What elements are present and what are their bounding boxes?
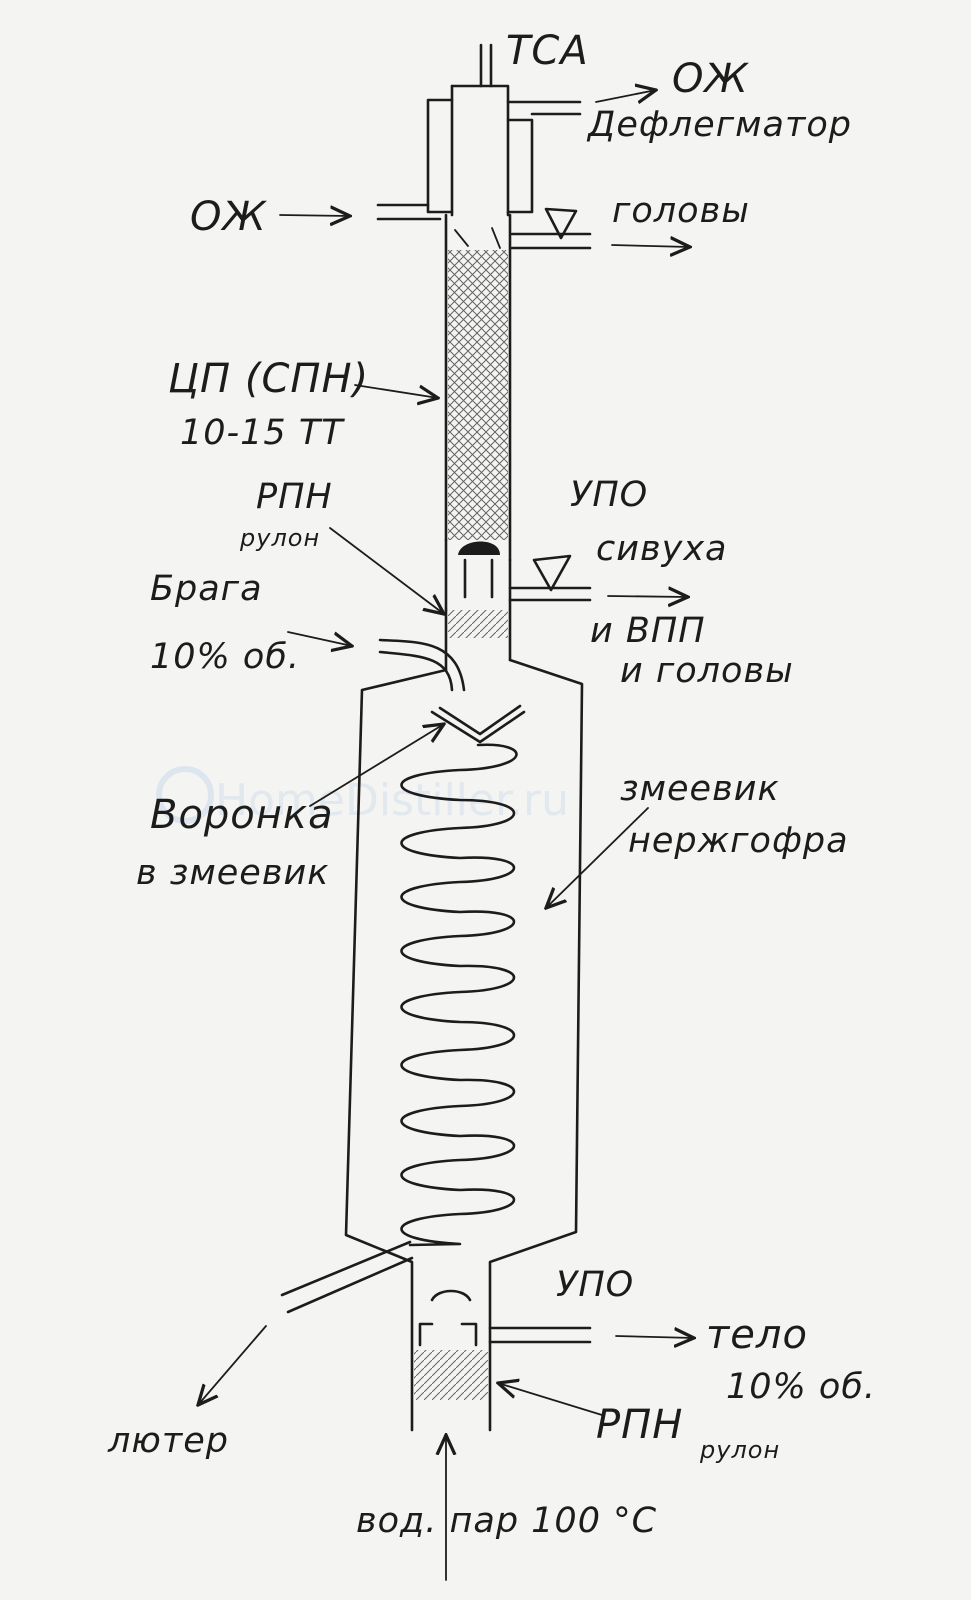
label-ozh-out: ОЖ [672,56,749,102]
arrows [198,90,694,1581]
label-golovy: головы [612,191,750,231]
label-nerzhgofra: нержгофра [628,821,849,861]
label-upo-bottom: УПО [556,1265,634,1305]
dephlegmator [376,84,592,250]
label-tt: 10-15 ТТ [180,413,345,453]
label-cp-spn: ЦП (СПН) [168,356,369,402]
packing-support-cap [458,541,500,555]
label-voronka: Воронка [150,792,334,838]
label-telo: тело [706,1312,808,1358]
label-tsa: ТСА [506,28,589,74]
rpn-roll-top [448,610,508,638]
structured-packing [448,250,508,540]
fusel-takeoff [444,538,592,672]
funnel-icon [430,710,526,744]
label-upo-top: УПО [570,475,648,515]
label-rulon-top: рулон [239,524,320,552]
coil-spiral [400,743,518,1247]
label-rpn-bottom: РПН [596,1402,683,1448]
label-i-golovy: и головы [620,651,794,691]
thermometer-tsa [479,43,493,88]
heads-valve-icon [544,207,578,240]
label-deflegmator: Дефлегматор [586,105,852,145]
label-braga: Брага [150,569,263,609]
watermark-logo-icon [156,766,214,824]
label-sivuha: сивуха [596,529,728,569]
label-zmeevik: змеевик [620,769,780,809]
fusel-valve-icon [532,554,572,592]
label-rulon-bottom: рулон [699,1436,780,1464]
labels: ТСА ОЖ Дефлегматор ОЖ головы ЦП (СПН) 10… [107,28,876,1541]
label-rpn-top: РПН [256,477,333,517]
label-luter: лютер [107,1421,229,1461]
wash-inlet [378,638,466,692]
label-v-zmeevik: в змеевик [136,853,329,893]
bottom-section [414,1289,592,1400]
rpn-roll-bottom [414,1350,488,1400]
label-steam: вод. пар 100 °С [356,1501,657,1541]
packed-column [444,213,512,562]
label-vpp: и ВПП [590,611,706,651]
label-braga-pct: 10% об. [150,637,300,677]
label-telo-pct: 10% об. [726,1367,876,1407]
main-vessel [280,658,584,1432]
label-ozh-in: ОЖ [190,194,267,240]
